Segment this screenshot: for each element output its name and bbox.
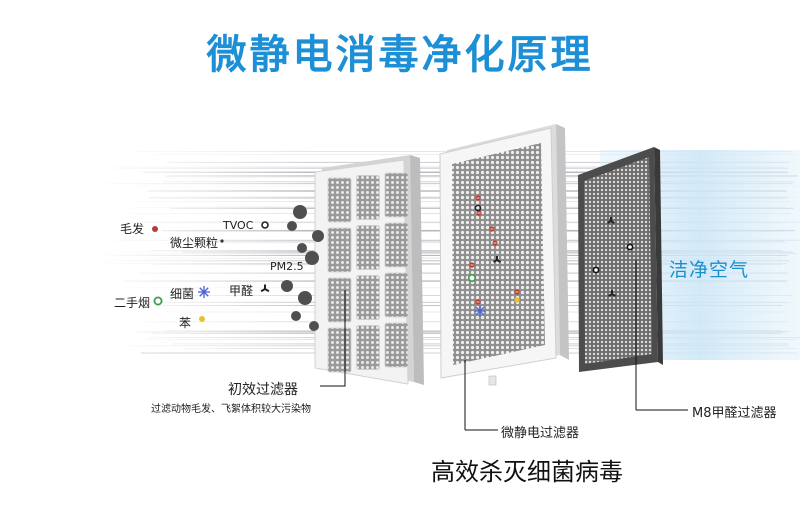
- tri-blade-icon: [608, 293, 613, 297]
- tri-blade-icon: [610, 220, 615, 224]
- smoke-ring-icon: [153, 296, 163, 306]
- leader-lines: [320, 260, 688, 431]
- asterisk-burst-icon: [199, 291, 205, 297]
- tri-blade-icon: [607, 220, 612, 224]
- m8-filter-label: M8甲醛过滤器: [692, 406, 777, 421]
- pm25-particle: [312, 230, 324, 242]
- electrostatic-filter: [439, 124, 569, 386]
- label-hair: 毛发: [120, 222, 145, 236]
- ring-icon: [261, 221, 269, 229]
- benzene-dot-icon: [514, 297, 520, 303]
- asterisk-burst-icon: [199, 287, 205, 293]
- dust-dot-icon: [220, 239, 224, 243]
- asterisk-burst-icon: [203, 287, 209, 293]
- primary-filter-desc: 过滤动物毛发、飞絮体积较大污染物: [151, 404, 311, 415]
- label-benzene: 苯: [179, 316, 192, 330]
- primary-filter-label: 初效过滤器: [228, 382, 298, 398]
- mesh-cell: [356, 325, 380, 370]
- ring-icon: [592, 266, 600, 274]
- asterisk-burst-icon: [203, 291, 209, 297]
- pm25-particle: [291, 311, 301, 321]
- mesh-cell: [384, 322, 409, 368]
- asterisk-burst-icon: [475, 306, 481, 312]
- mesh-cell: [327, 277, 352, 323]
- tri-blade-icon: [493, 259, 498, 263]
- pm25-particle: [298, 291, 312, 305]
- tri-blade-icon: [260, 288, 266, 293]
- pm25-particle: [287, 221, 297, 231]
- pm25-particle: [297, 243, 307, 253]
- label-formaldehyde: 甲醛: [229, 284, 254, 298]
- label-bacteria: 细菌: [170, 287, 195, 301]
- mesh-cell: [384, 222, 409, 268]
- asterisk-burst-icon: [475, 310, 481, 316]
- electrostatic-filter-label: 微静电过滤器: [501, 426, 580, 441]
- label-dust: 微尘颗粒: [170, 236, 219, 250]
- pm25-particle: [309, 321, 319, 331]
- asterisk-burst-icon: [479, 310, 485, 316]
- label-smoke: 二手烟: [114, 296, 151, 310]
- pm25-particle: [293, 205, 307, 219]
- m8-filter: [578, 147, 663, 372]
- benzene-dot-icon: [199, 316, 205, 322]
- mesh-cell: [356, 275, 380, 320]
- flow-fade: [95, 150, 315, 350]
- page-title: 微静电消毒净化原理: [206, 32, 594, 78]
- hair-dot-icon: [152, 226, 158, 232]
- pm25-particle: [305, 251, 319, 265]
- pollutant-particles: [152, 195, 634, 331]
- mesh-cell: [384, 172, 409, 218]
- mesh-cell: [356, 175, 380, 220]
- mesh-cell: [356, 225, 380, 270]
- ring-icon: [474, 204, 482, 212]
- mesh-cell: [384, 272, 409, 318]
- mesh-cell: [327, 327, 352, 373]
- ring-icon: [626, 243, 634, 251]
- mesh-cell: [327, 227, 352, 273]
- asterisk-burst-icon: [479, 306, 485, 312]
- pm25-particle: [281, 280, 293, 292]
- label-tvoc: TVOC: [223, 219, 254, 232]
- mesh-cell: [327, 177, 352, 223]
- primary-filter: [314, 155, 424, 385]
- tri-blade-icon: [264, 288, 270, 293]
- smoke-ring-icon: [467, 273, 476, 282]
- clean-air-label: 洁净空气: [669, 259, 750, 281]
- tri-blade-icon: [611, 293, 616, 297]
- label-pm25: PM2.5: [270, 260, 304, 273]
- electrostatic-filter-desc: 高效杀灭细菌病毒: [431, 458, 623, 486]
- tri-blade-icon: [496, 259, 501, 263]
